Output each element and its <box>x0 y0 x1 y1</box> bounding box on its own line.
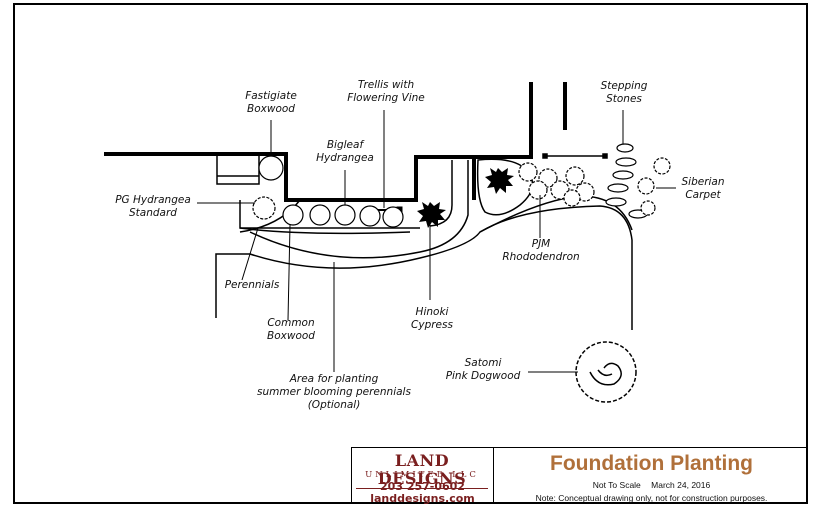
drawing-date: March 24, 2016 <box>651 480 711 490</box>
label-planting-area: Area for planting summer blooming perenn… <box>257 373 411 411</box>
label-pg-hydrangea: PG Hydrangea Standard <box>115 194 191 219</box>
label-perennials: Perennials <box>224 279 280 291</box>
logo-sub-text: UNLIMITED LLC <box>365 470 479 480</box>
label-common-boxwood: Common Boxwood <box>267 317 315 342</box>
front-bed <box>239 160 469 259</box>
company-logo: LAND DESIGNS UNLIMITED LLC 203 257-0602 … <box>351 447 493 505</box>
hinoki-cypress-marks <box>417 168 514 228</box>
label-stepping-stones: Stepping Stones <box>600 80 648 105</box>
drawing-meta: Not To Scale March 24, 2016 <box>494 480 809 490</box>
label-satomi-dogwood: Satomi Pink Dogwood <box>445 357 521 382</box>
logo-main-text: LAND DESIGNS <box>356 452 488 489</box>
label-fastigiate-boxwood: Fastigiate Boxwood <box>245 90 297 115</box>
drawing-note: Note: Conceptual drawing only, not for c… <box>535 493 768 503</box>
label-pjm-rhododendron: PJM Rhododendron <box>502 238 580 263</box>
label-trellis: Trellis with Flowering Vine <box>347 79 425 104</box>
steps <box>216 153 260 185</box>
leader-lines <box>197 110 676 373</box>
sheet-border <box>13 3 808 504</box>
label-bigleaf-hydrangea: Bigleaf Hydrangea <box>316 139 374 164</box>
house-walls <box>104 82 567 202</box>
shrubs <box>252 157 671 220</box>
title-block: Foundation Planting Not To Scale March 2… <box>493 447 808 504</box>
stepping-stones <box>605 143 648 219</box>
company-website: landdesigns.com <box>370 492 475 505</box>
common-boxwood-row <box>258 155 404 228</box>
drawing-scale: Not To Scale <box>592 480 641 490</box>
drawing-title: Foundation Planting <box>550 452 753 475</box>
label-siberian-carpet: Siberian Carpet <box>681 176 725 201</box>
marker-line <box>542 153 608 159</box>
dogwood-tree <box>575 341 637 403</box>
label-hinoki-cypress: Hinoki Cypress <box>411 306 453 331</box>
company-phone: 203 257-0602 <box>380 480 465 493</box>
